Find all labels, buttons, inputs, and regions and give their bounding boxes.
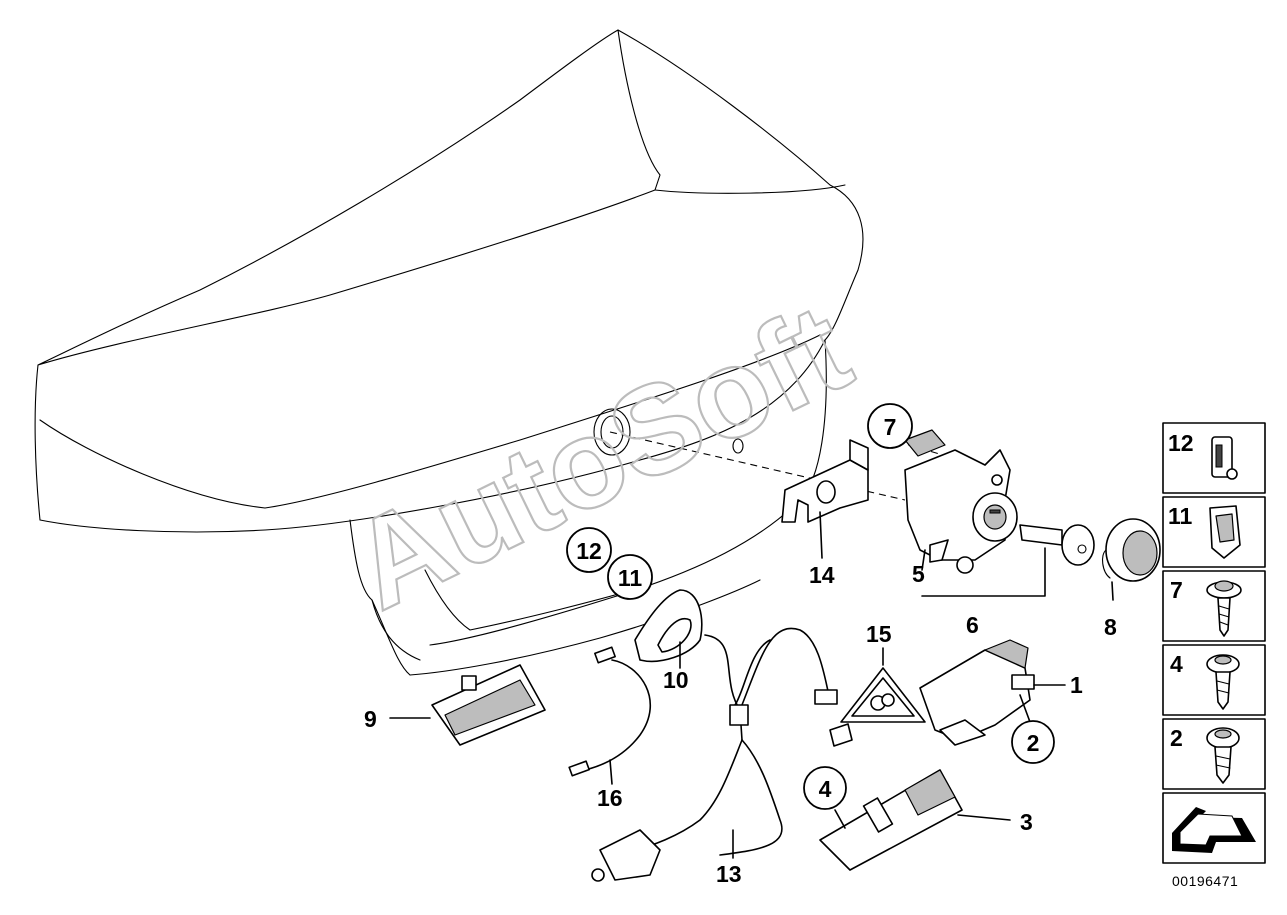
key-part (1019, 524, 1095, 566)
direction-arrow-icon (1172, 807, 1256, 853)
legend-num: 2 (1170, 725, 1183, 751)
callout-4: 4 (819, 776, 832, 802)
callout-circle (803, 766, 847, 810)
callout-circle (867, 403, 913, 449)
callout-11: 11 (618, 565, 643, 591)
cover-ring-part (1101, 518, 1161, 601)
callout-labels: 1 2 3 4 5 6 7 8 9 10 11 12 13 14 15 16 (364, 403, 1117, 887)
callout-15: 15 (866, 621, 892, 647)
legend-num: 11 (1168, 503, 1193, 529)
legend-num: 12 (1168, 430, 1194, 456)
antenna-lead-part (568, 646, 652, 785)
callout-8: 8 (1104, 614, 1117, 640)
callout-7: 7 (884, 414, 897, 440)
diagram-id: 00196471 (1172, 873, 1238, 889)
flange-screw-icon (1206, 580, 1242, 637)
callout-circle (566, 527, 612, 573)
callout-circle (607, 554, 653, 600)
flange-screw-icon (1206, 727, 1240, 784)
callout-3: 3 (1020, 809, 1033, 835)
callout-9: 9 (364, 706, 377, 732)
lock-cylinder-part (904, 429, 1018, 574)
handle-part (819, 769, 1011, 871)
flange-screw-icon (1206, 654, 1240, 710)
actuator-part (919, 639, 1066, 746)
callout-6: 6 (966, 612, 979, 638)
callout-1: 1 (1070, 672, 1083, 698)
callout-13: 13 (716, 861, 742, 887)
fastener-legend: 12 11 7 4 (1162, 422, 1266, 889)
legend-cell (1162, 570, 1266, 642)
clip-icon (1211, 436, 1238, 480)
wiring-harness-part (591, 627, 853, 882)
callout-14: 14 (809, 562, 835, 588)
plate-light-part (389, 664, 546, 746)
trim-piece-part (634, 589, 703, 669)
callout-2: 2 (1027, 730, 1040, 756)
callout-12: 12 (576, 538, 602, 564)
legend-num: 7 (1170, 577, 1183, 603)
clip-icon (1209, 505, 1241, 559)
callout-5: 5 (912, 561, 925, 587)
callout-circle (1011, 720, 1055, 764)
group-bracket-line (921, 547, 1046, 597)
warning-label-part (840, 647, 926, 723)
watermark-text: AutoSoft (330, 276, 870, 636)
bracket-part (781, 439, 869, 559)
trunk-lid (34, 29, 864, 676)
callout-16: 16 (597, 785, 623, 811)
callout-10: 10 (663, 667, 689, 693)
legend-num: 4 (1170, 651, 1183, 677)
